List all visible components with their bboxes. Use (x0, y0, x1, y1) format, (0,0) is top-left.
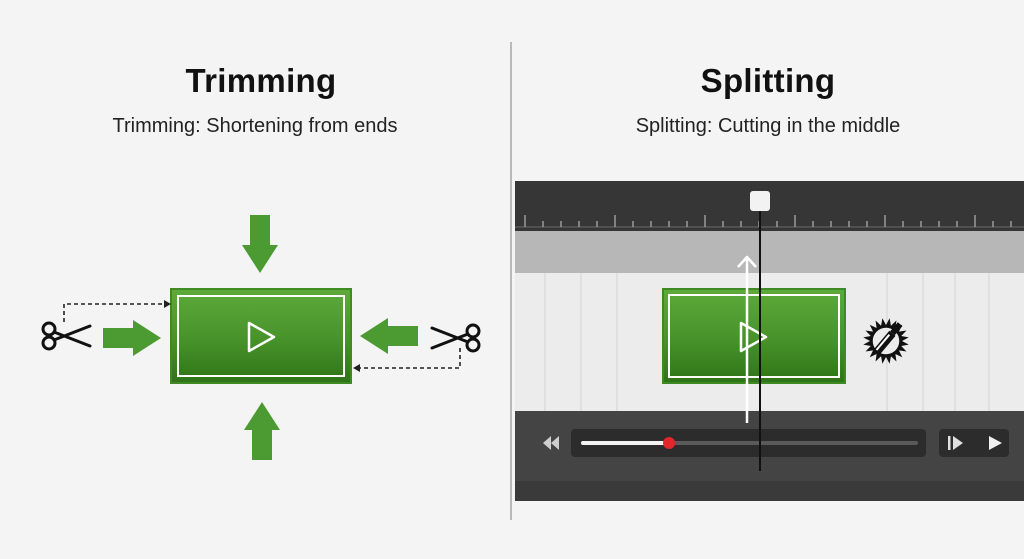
play-icon[interactable] (987, 435, 1003, 451)
split-video-clip[interactable] (662, 288, 846, 384)
scissors-icon (430, 323, 481, 353)
trimming-subtitle: Trimming: Shortening from ends (112, 115, 398, 137)
splitting-title: Splitting (700, 62, 836, 99)
play-icon (739, 321, 768, 353)
arrow-down-icon (242, 215, 278, 273)
trimming-title: Trimming (185, 62, 337, 99)
scrub-track[interactable] (581, 437, 918, 449)
clip-border (177, 295, 345, 377)
play-icon (247, 321, 276, 353)
editor-bottom-strip (515, 481, 1024, 501)
dashed-connector-top (63, 300, 171, 322)
step-forward-icon[interactable] (947, 435, 965, 451)
arrow-right-icon (103, 320, 161, 356)
trim-video-clip (170, 288, 352, 384)
scrub-bar[interactable] (571, 429, 926, 457)
track-grid (544, 273, 990, 411)
playhead-line (759, 211, 761, 471)
arrow-up-icon (244, 402, 280, 460)
arrow-left-icon (360, 318, 418, 354)
split-arrow-up-icon (737, 255, 757, 423)
play-button-group (939, 429, 1009, 457)
splitting-subtitle: Splitting: Cutting in the middle (635, 115, 901, 137)
playback-controls (515, 411, 1024, 481)
ruler-ticks (515, 215, 1024, 228)
rewind-icon[interactable] (541, 435, 561, 451)
saw-blade-icon (863, 318, 909, 364)
clip-border (668, 294, 840, 378)
video-editor (515, 181, 1024, 501)
scissors-icon (41, 321, 92, 351)
playhead-handle[interactable] (750, 191, 770, 211)
scrub-knob[interactable] (662, 437, 675, 449)
panel-divider (510, 42, 512, 520)
scrub-progress (581, 441, 669, 445)
dashed-connector-bottom (353, 348, 461, 372)
timeline-band (515, 231, 1024, 273)
